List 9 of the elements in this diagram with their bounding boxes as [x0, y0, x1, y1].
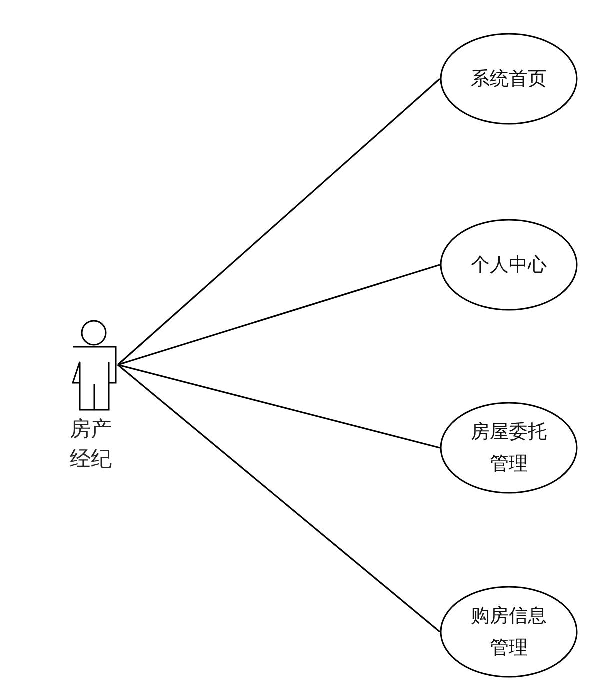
use-case-ellipse: 购房信息管理	[440, 586, 578, 678]
use-case-ellipse: 系统首页	[440, 33, 578, 125]
use-case-ellipse: 个人中心	[440, 219, 578, 311]
actor-label: 房产经纪	[69, 416, 113, 473]
association-line	[118, 264, 440, 366]
use-case-ellipse: 房屋委托管理	[440, 402, 578, 494]
association-line	[117, 78, 441, 366]
association-line	[117, 364, 441, 633]
association-line	[118, 364, 440, 449]
